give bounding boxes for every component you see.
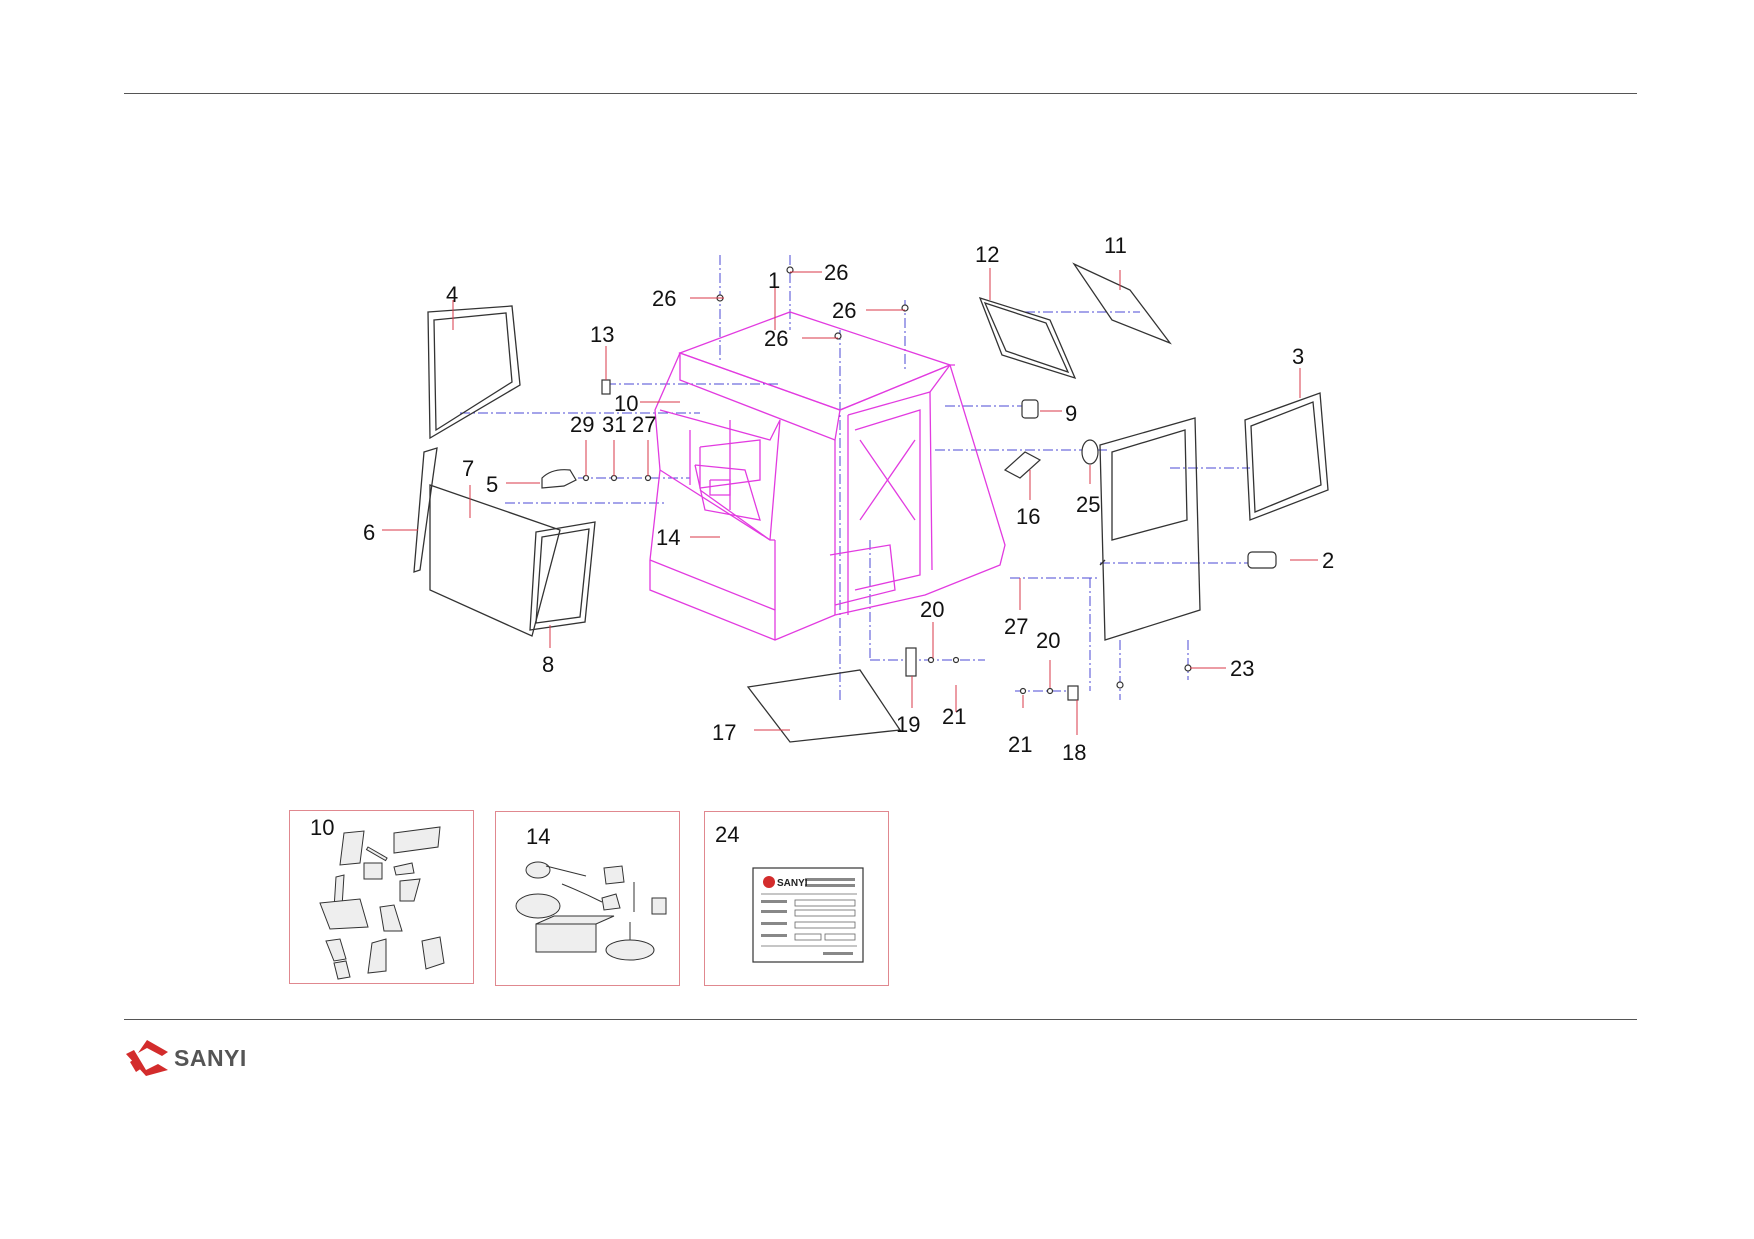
- callout-20a: 20: [920, 597, 944, 622]
- sanyi-logo-icon: [126, 1040, 168, 1076]
- callout-19: 19: [896, 712, 920, 737]
- inset-10: 10: [289, 810, 474, 984]
- callout-3: 3: [1292, 344, 1304, 369]
- callout-16: 16: [1016, 504, 1040, 529]
- callout-17: 17: [712, 720, 736, 745]
- callout-20b: 20: [1036, 628, 1060, 653]
- callout-6: 6: [363, 520, 375, 545]
- callout-27b: 27: [1004, 614, 1028, 639]
- callout-11: 11: [1104, 233, 1127, 258]
- nameplate-illustration: SANYI: [752, 867, 864, 963]
- callout-14: 14: [656, 525, 680, 550]
- callout-13: 13: [590, 322, 614, 347]
- callout-26d: 26: [764, 326, 788, 351]
- inset-24-number: 24: [715, 822, 740, 847]
- callout-18: 18: [1062, 740, 1086, 765]
- inset-14: 14: [495, 811, 680, 986]
- callout-29: 29: [570, 412, 594, 437]
- callout-21b: 21: [1008, 732, 1032, 757]
- callout-10: 10: [614, 391, 638, 416]
- callout-26c: 26: [832, 298, 856, 323]
- inset-14-number: 14: [526, 824, 551, 849]
- callout-labels: 1 2 3 4 5 6 7 8 9 10 11 12 13 14 16 17 1…: [363, 233, 1334, 765]
- logo-text: SANYI: [174, 1044, 247, 1071]
- callout-2: 2: [1322, 548, 1334, 573]
- callout-27a: 27: [632, 412, 656, 437]
- callout-7: 7: [462, 456, 474, 481]
- sanyi-plate-logo-icon: [763, 876, 775, 888]
- callout-25: 25: [1076, 492, 1100, 517]
- callout-8: 8: [542, 652, 554, 677]
- inset-10-number: 10: [310, 815, 335, 840]
- electrical-kit-illustration: [515, 861, 667, 961]
- bottom-rule: [124, 1019, 1637, 1020]
- trim-kit-illustration: [319, 826, 445, 980]
- nameplate-brand: SANYI: [777, 878, 808, 889]
- leader-lines: [382, 268, 1318, 735]
- glass-panels: [413, 262, 1329, 743]
- callout-9: 9: [1065, 401, 1077, 426]
- callout-26a: 26: [824, 260, 848, 285]
- top-rule: [124, 93, 1637, 94]
- sanyi-logo: SANYI: [126, 1040, 247, 1076]
- callout-12: 12: [975, 242, 999, 267]
- callout-1: 1: [768, 268, 780, 293]
- callout-31: 31: [602, 412, 626, 437]
- centerlines: [460, 255, 1250, 700]
- inset-24: 24 SANYI: [704, 811, 889, 986]
- cab-body: [649, 311, 1006, 641]
- door: [1099, 417, 1201, 641]
- callout-26b: 26: [652, 286, 676, 311]
- callout-23: 23: [1230, 656, 1254, 681]
- callout-4: 4: [446, 282, 458, 307]
- hardware: [541, 266, 1277, 701]
- callout-21a: 21: [942, 704, 966, 729]
- callout-5: 5: [486, 472, 498, 497]
